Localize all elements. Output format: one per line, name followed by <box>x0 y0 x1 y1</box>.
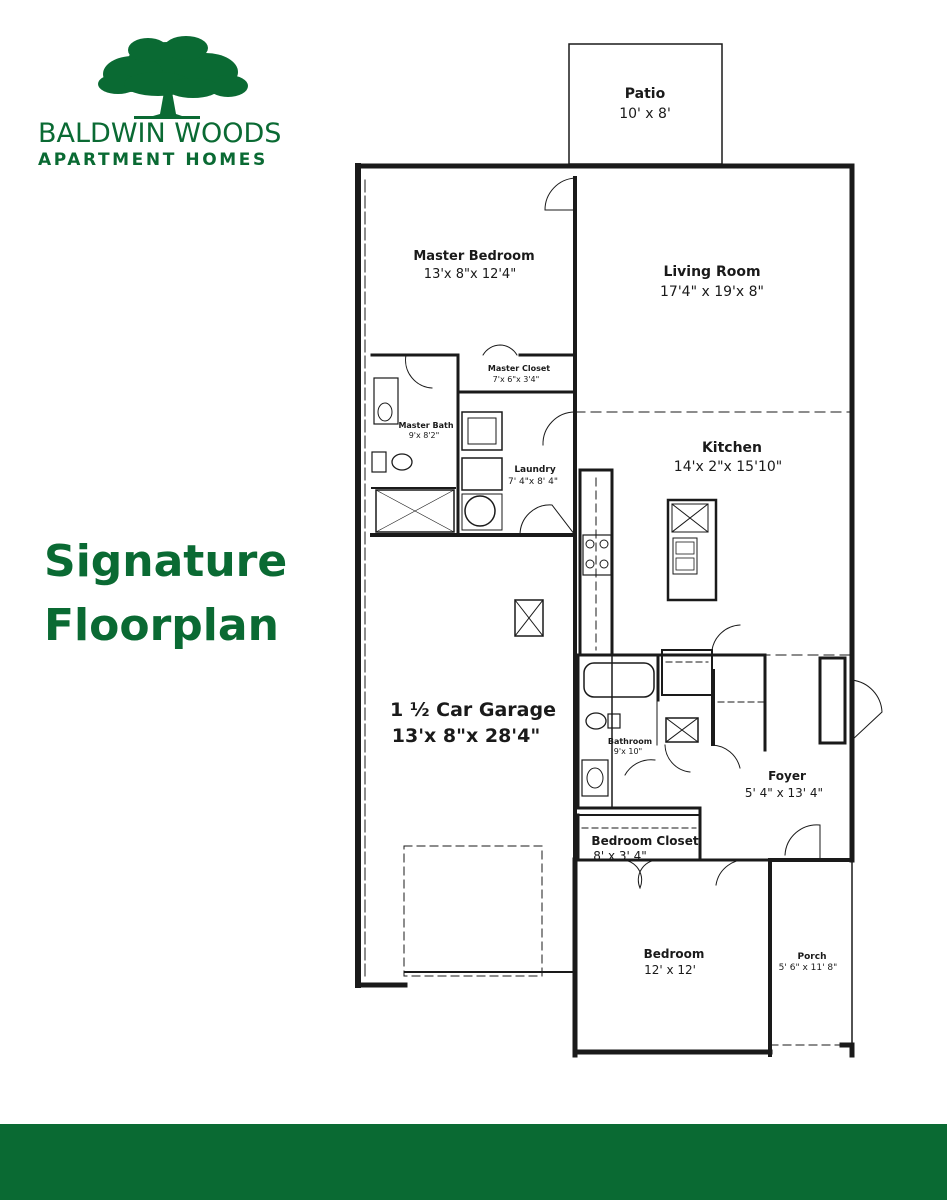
room-name-porch: Porch <box>798 952 827 962</box>
room-dims-master-closet: 7'x 6"x 3'4" <box>493 375 540 384</box>
room-dims-foyer: 5' 4" x 13' 4" <box>745 786 823 800</box>
room-dims-living-room: 17'4" x 19'x 8" <box>660 284 764 300</box>
room-dims-patio: 10' x 8' <box>619 106 671 122</box>
footer-bar <box>0 1124 947 1200</box>
page-title-line2: Floorplan <box>44 600 279 651</box>
garage-door-outline <box>403 845 543 977</box>
brand-tagline: APARTMENT HOMES <box>38 150 268 170</box>
room-name-master-bath: Master Bath <box>398 421 453 430</box>
floorplan-diagram: Patio 10' x 8' Master Bedroom 13'x 8"x 1… <box>355 43 883 1058</box>
brand-name: BALDWIN WOODS <box>38 118 282 149</box>
room-dims-kitchen: 14'x 2"x 15'10" <box>674 459 782 475</box>
room-dims-bedroom-closet: 8' x 3' 4" <box>593 849 647 863</box>
room-dims-master-bedroom: 13'x 8"x 12'4" <box>424 267 516 282</box>
room-name-kitchen: Kitchen <box>702 440 762 456</box>
room-dims-porch: 5' 6" x 11' 8" <box>779 963 838 973</box>
room-dims-garage: 13'x 8"x 28'4" <box>392 725 541 747</box>
kitchen-island <box>666 498 718 602</box>
room-dims-bathroom: 9'x 10" <box>614 747 642 756</box>
room-name-bedroom: Bedroom <box>644 947 705 961</box>
room-name-laundry: Laundry <box>514 465 556 475</box>
room-dims-bedroom: 12' x 12' <box>644 963 696 977</box>
room-name-garage: 1 ½ Car Garage <box>390 699 556 721</box>
room-name-master-bedroom: Master Bedroom <box>413 249 534 264</box>
room-name-living-room: Living Room <box>663 264 760 280</box>
patio-outline <box>568 43 723 165</box>
room-dims-master-bath: 9'x 8'2" <box>409 431 440 440</box>
room-name-bedroom-closet: Bedroom Closet <box>591 834 698 848</box>
oak-tree-icon <box>98 36 248 119</box>
room-name-master-closet: Master Closet <box>488 364 550 373</box>
room-name-foyer: Foyer <box>768 769 806 783</box>
room-name-bathroom: Bathroom <box>608 737 652 746</box>
page-title-line1: Signature <box>44 536 288 587</box>
room-dims-laundry: 7' 4"x 8' 4" <box>508 477 558 487</box>
room-name-patio: Patio <box>625 86 666 102</box>
